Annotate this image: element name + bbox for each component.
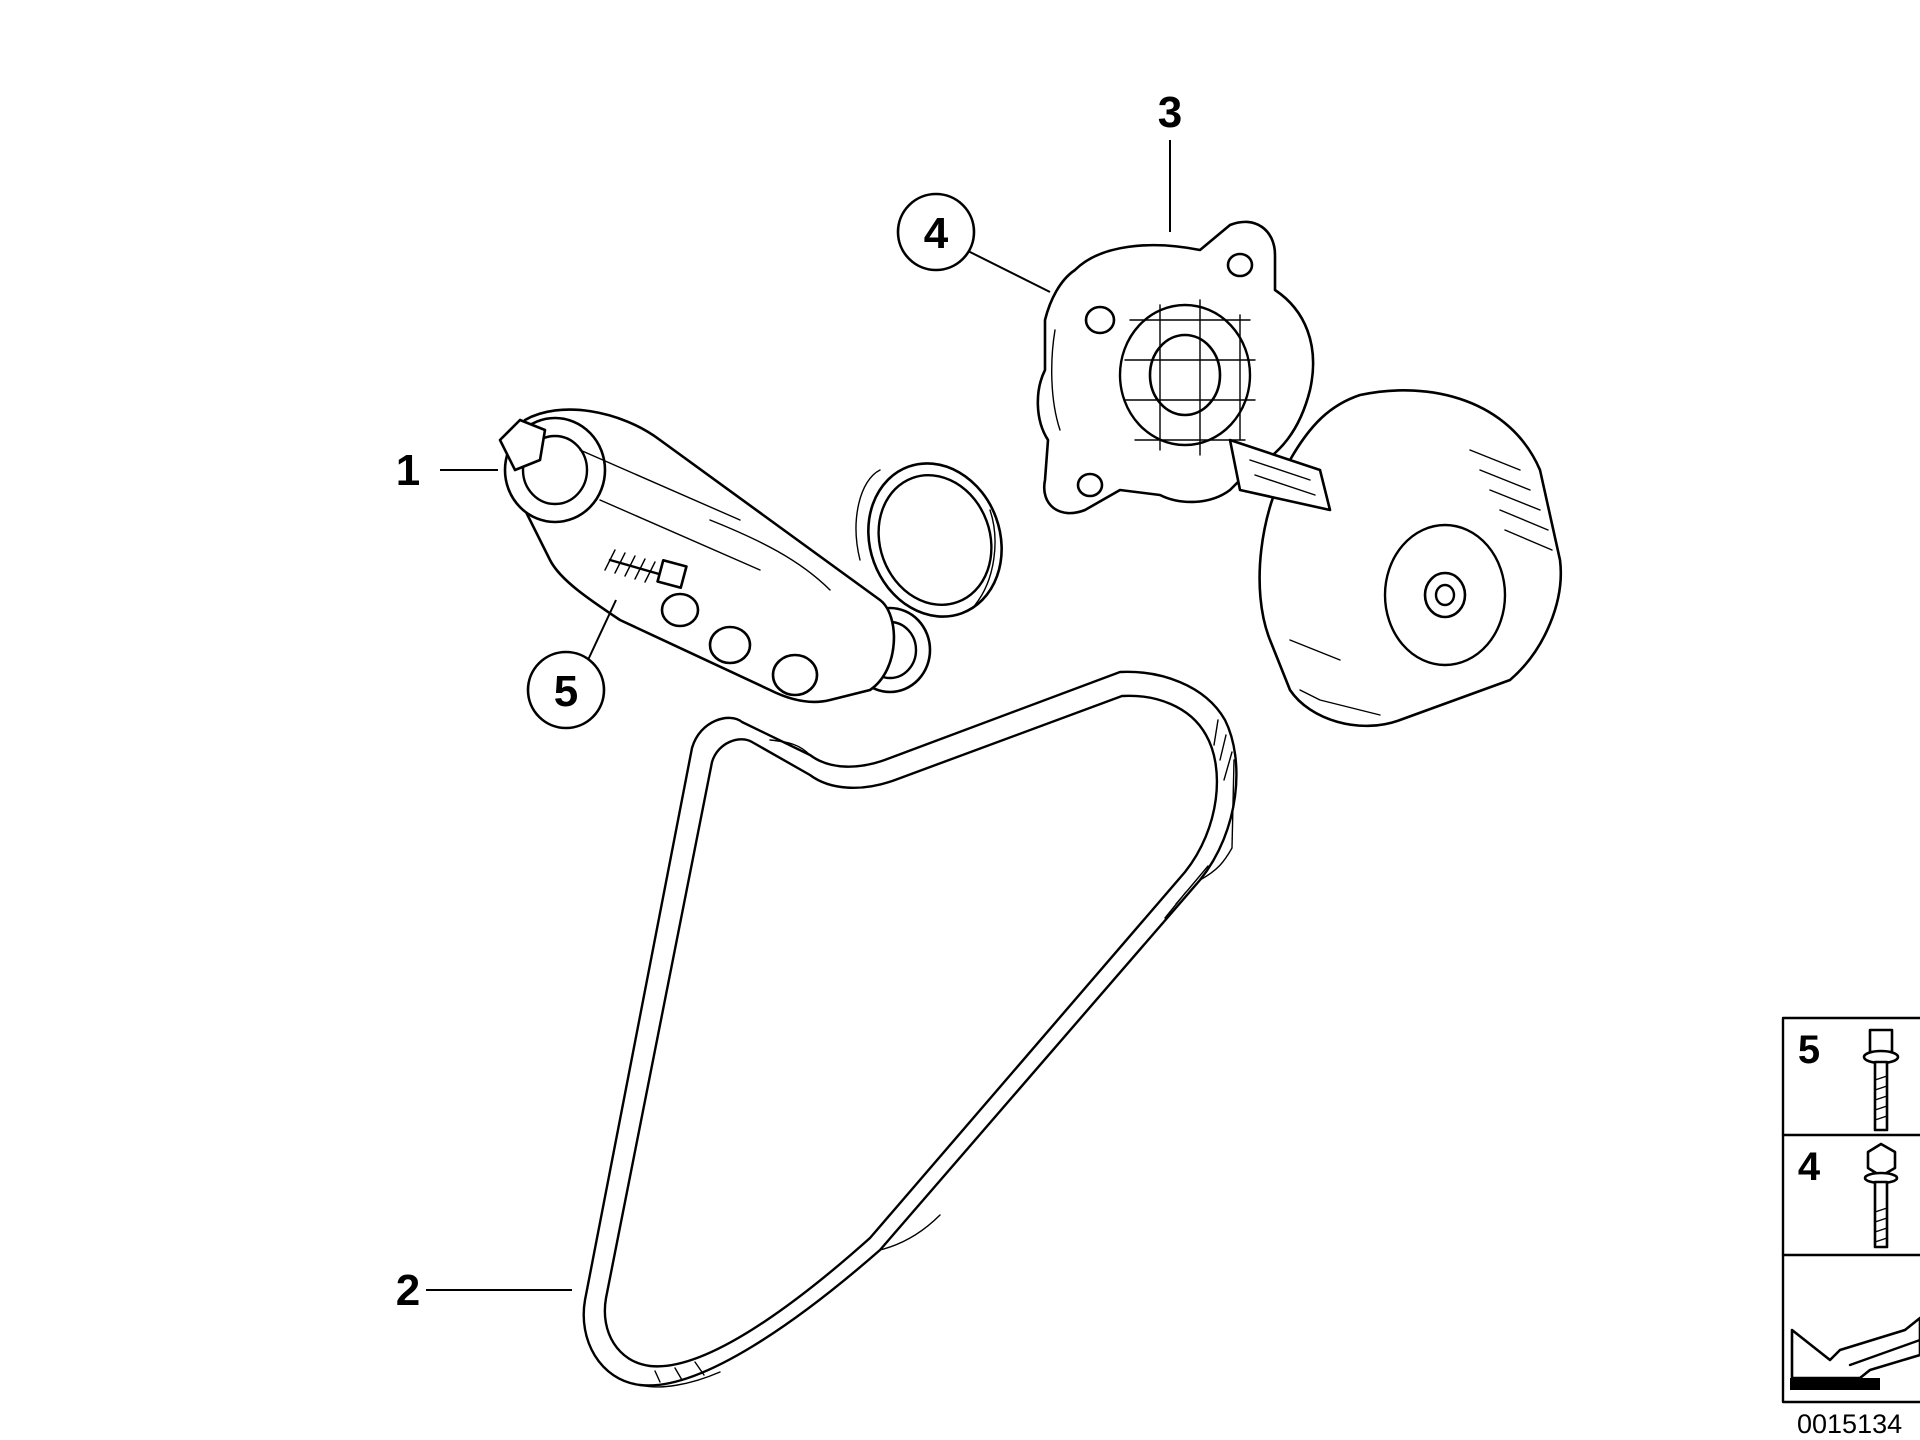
belt-tensioner[interactable] — [498, 408, 1023, 704]
svg-text:1: 1 — [396, 446, 420, 495]
callout-1: 1 — [396, 446, 420, 495]
svg-text:5: 5 — [1798, 1028, 1820, 1072]
drive-belt[interactable] — [582, 670, 1238, 1388]
arrow-icon — [1790, 1316, 1920, 1390]
svg-text:4: 4 — [1798, 1145, 1821, 1189]
callout-2: 2 — [396, 1266, 420, 1315]
svg-text:3: 3 — [1158, 88, 1182, 137]
callout-4: 4 — [896, 192, 976, 272]
document-number: 0015134 — [1797, 1409, 1902, 1439]
callout-5: 5 — [526, 650, 606, 730]
svg-text:4: 4 — [924, 209, 949, 258]
svg-text:5: 5 — [554, 667, 578, 716]
svg-text:2: 2 — [396, 1266, 420, 1315]
hex-bolt-icon — [1863, 1142, 1899, 1249]
alternator-bracket[interactable] — [1036, 220, 1563, 728]
hardware-legend: 5 4 — [1781, 1016, 1920, 1404]
callout-3: 3 — [1158, 88, 1182, 137]
flanged-bolt-icon — [1862, 1028, 1900, 1132]
leader-lines — [426, 140, 1171, 1291]
